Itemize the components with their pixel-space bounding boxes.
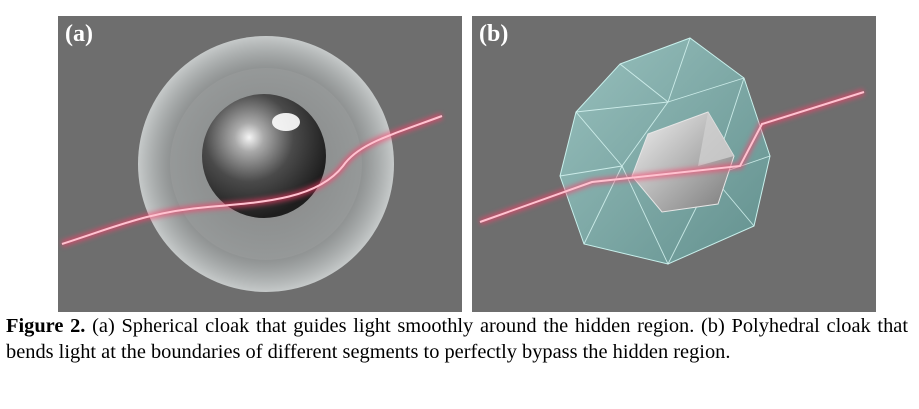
light-beam — [479, 91, 865, 223]
panel-a-spherical-cloak: (a) — [58, 16, 462, 312]
panel-label-a: (a) — [65, 21, 93, 47]
caption-text: (a) Spherical cloak that guides light sm… — [6, 315, 908, 363]
caption-label: Figure 2. — [6, 315, 86, 337]
hidden-core-facet — [698, 112, 734, 166]
figure-caption: Figure 2. (a) Spherical cloak that guide… — [6, 313, 908, 365]
light-beam — [61, 115, 443, 245]
panel-b-polyhedral-cloak: (b) — [472, 16, 876, 312]
panel-label-b: (b) — [479, 21, 509, 47]
sphere-highlight — [272, 113, 300, 131]
spherical-cloak-illustration — [60, 36, 444, 292]
polyhedral-cloak-illustration — [478, 37, 866, 266]
